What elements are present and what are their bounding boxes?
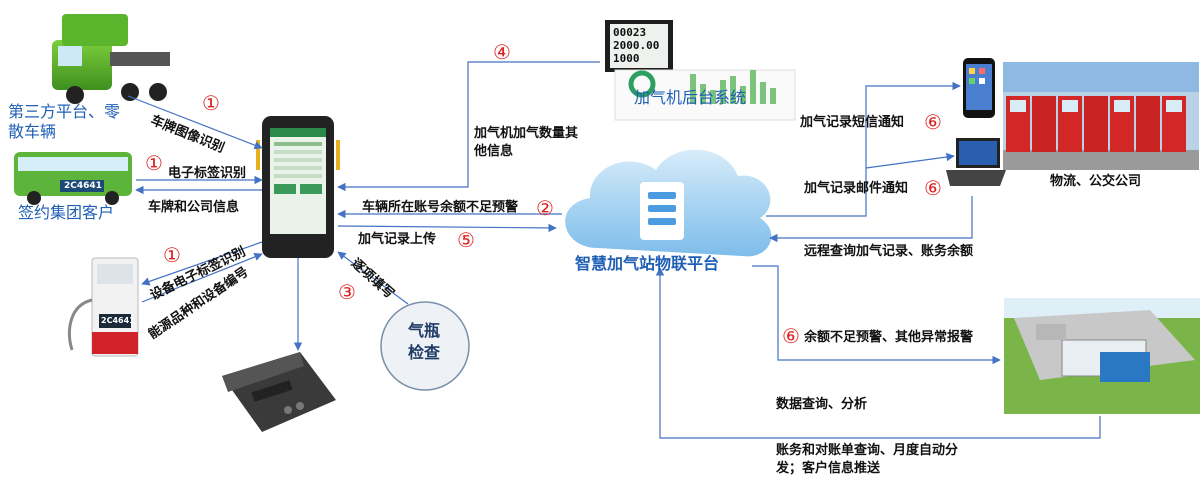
step-1-dispenser: ①	[163, 243, 181, 267]
backend-image	[605, 20, 796, 121]
logistics-label: 物流、公交公司	[1050, 174, 1142, 189]
laptop-image	[946, 138, 1006, 186]
step-2: ②	[536, 196, 554, 220]
cylinder-check-circle	[380, 301, 470, 391]
bus-plate: 2C4641	[64, 181, 102, 191]
third-party-label: 第三方平台、零散车辆	[8, 102, 121, 141]
meter-line-3: 1000	[613, 52, 640, 65]
email-notice-label: 加气记录邮件通知	[804, 181, 909, 196]
step-6-sms: ⑥	[924, 110, 942, 134]
anomaly-alert-label: 余额不足预警、其他异常报警	[804, 330, 974, 345]
smartphone-image	[963, 58, 995, 118]
step-6-email: ⑥	[924, 176, 942, 200]
dispenser-plate: 2C4641	[101, 316, 135, 325]
cylinder-check-label: 气瓶检查	[408, 321, 441, 362]
truck-image	[52, 14, 170, 104]
step-1-bus: ①	[145, 151, 163, 175]
arrow-upload	[337, 223, 557, 233]
platform-title: 智慧加气站物联平台	[575, 254, 720, 273]
arrow-fill-item	[337, 251, 409, 305]
sms-notice-label: 加气记录短信通知	[800, 115, 905, 130]
step-5: ⑤	[457, 228, 475, 252]
billing-label: 账务和对账单查询、月度自动分发；客户信息推送	[776, 443, 959, 476]
arrow-billing	[655, 267, 1101, 439]
handheld-terminal	[256, 116, 340, 258]
backend-label: 加气机后台系统	[634, 88, 747, 107]
arrow-energy-type	[141, 252, 263, 303]
dispenser-image	[68, 257, 139, 357]
printer-image	[222, 352, 336, 432]
meter-line-2: 2000.00	[613, 39, 660, 52]
fleet-photo	[1003, 62, 1199, 170]
group-customer-label: 签约集团客户	[18, 203, 115, 222]
remote-query-label: 远程查询加气记录、账务余额	[804, 244, 974, 259]
arrow-remote-query	[769, 196, 973, 243]
arrow-sms	[766, 81, 961, 217]
arrow-email	[865, 152, 955, 169]
upload-record-label: 加气记录上传	[358, 232, 437, 247]
cloud-platform	[565, 149, 772, 257]
etag-label: 电子标签识别	[168, 166, 247, 181]
meter-line-1: 00023	[613, 26, 647, 39]
arrow-truck-plate	[127, 95, 263, 150]
step-4: ④	[493, 40, 511, 64]
station-aerial-image	[1004, 298, 1200, 414]
step-3: ③	[338, 280, 356, 304]
step-1-truck: ①	[202, 91, 220, 115]
plate-company-label: 车牌和公司信息	[148, 200, 240, 215]
arrow-anomaly	[752, 265, 1001, 365]
bus-image	[14, 152, 132, 205]
arrow-device-tag	[141, 241, 263, 286]
data-analysis-label: 数据查询、分析	[776, 397, 868, 412]
balance-warning-label: 车辆所在账号余额不足预警	[362, 200, 519, 215]
arrow-backend-quantity	[337, 61, 600, 192]
step-6-anomaly: ⑥	[782, 324, 800, 348]
gas-quantity-label: 加气机加气数量其他信息	[474, 126, 579, 159]
